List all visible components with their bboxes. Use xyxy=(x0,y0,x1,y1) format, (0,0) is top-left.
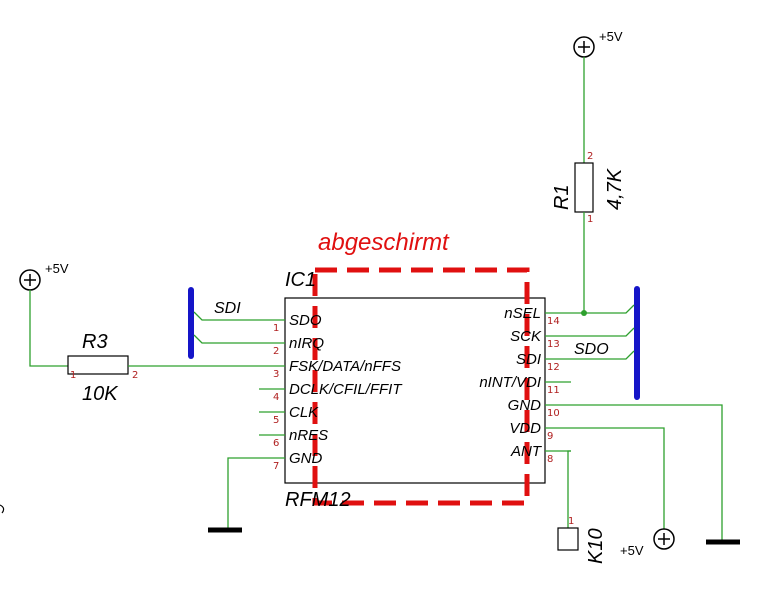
pin-label: VDD xyxy=(509,420,541,437)
pin-label: SDO xyxy=(289,312,322,329)
pin-number: 6 xyxy=(273,438,279,449)
pin-number: 2 xyxy=(273,346,279,357)
pin-label: nRES xyxy=(289,427,328,444)
shield-outline xyxy=(312,267,530,506)
r3-pin2: 2 xyxy=(132,370,138,381)
k10-ref: K10 xyxy=(585,528,607,564)
pin-number: 3 xyxy=(273,369,279,380)
shield-label: abgeschirmt xyxy=(318,229,450,256)
r3-ref: R3 xyxy=(82,331,108,353)
pin-number: 12 xyxy=(547,362,560,373)
supply-bottom-label: +5V xyxy=(620,543,644,558)
supply-top-label: +5V xyxy=(599,29,623,44)
r1-value: 4,7K xyxy=(604,167,626,210)
pin-label: DCLK/CFIL/FFIT xyxy=(289,381,403,398)
ic-body xyxy=(284,297,546,484)
wire-vdd xyxy=(571,427,665,529)
r3-value: 10K xyxy=(82,383,119,405)
pin-number: 10 xyxy=(547,408,560,419)
right-pin-stubs xyxy=(545,312,571,452)
wire-ant xyxy=(567,450,571,528)
pin-label: SDI xyxy=(516,351,541,368)
pin-label: CLK xyxy=(289,404,319,421)
wire-gnd-right xyxy=(571,404,723,540)
k10-body xyxy=(557,527,579,551)
pin-label: ANT xyxy=(510,443,543,460)
pin-label: GND xyxy=(508,397,542,414)
supply-left-label: +5V xyxy=(45,261,69,276)
bus-right-label: SDO xyxy=(574,341,609,358)
pin-label: nINT/VDI xyxy=(479,374,541,391)
pin-number: 11 xyxy=(547,385,560,396)
r1-body xyxy=(574,162,594,213)
ic-ref: IC1 xyxy=(285,269,316,291)
r1-ref: R1 xyxy=(551,184,573,210)
junction-dot xyxy=(581,310,587,316)
pin-number: 5 xyxy=(273,415,279,426)
pin-label: SCK xyxy=(510,328,542,345)
wire-gnd-left xyxy=(227,457,259,528)
bus-left-wire-2 xyxy=(193,334,259,344)
wire-r3-supply xyxy=(29,290,68,367)
pin-number: 13 xyxy=(547,339,560,350)
pin-number: 1 xyxy=(273,323,279,334)
r1-pin1: 1 xyxy=(587,214,593,225)
bus-right-wire-1 xyxy=(571,304,635,314)
pin-number: 8 xyxy=(547,454,553,465)
pin-number: 7 xyxy=(273,461,279,472)
bus-right-wire-2 xyxy=(571,327,635,337)
pin-label: GND xyxy=(289,450,323,467)
pin-label: FSK/DATA/nFFS xyxy=(289,358,401,375)
r1-pin2: 2 xyxy=(587,151,593,162)
k10-pin: 1 xyxy=(568,516,574,527)
ic-part: RFM12 xyxy=(285,489,351,511)
pin-number: 4 xyxy=(273,392,279,403)
bus-left-wire-1 xyxy=(193,311,259,321)
supply-bottom-symbol xyxy=(653,528,675,550)
edge-fragment xyxy=(0,504,5,514)
bus-right-wire-3 xyxy=(571,350,635,360)
pin-number: 14 xyxy=(547,316,560,327)
left-pin-stubs xyxy=(259,319,285,459)
pin-label: nSEL xyxy=(504,305,541,322)
bus-left-label: SDI xyxy=(214,300,241,317)
r3-body xyxy=(67,355,129,375)
r3-pin1: 1 xyxy=(70,370,76,381)
pin-number: 9 xyxy=(547,431,553,442)
pin-label: nIRQ xyxy=(289,335,324,352)
